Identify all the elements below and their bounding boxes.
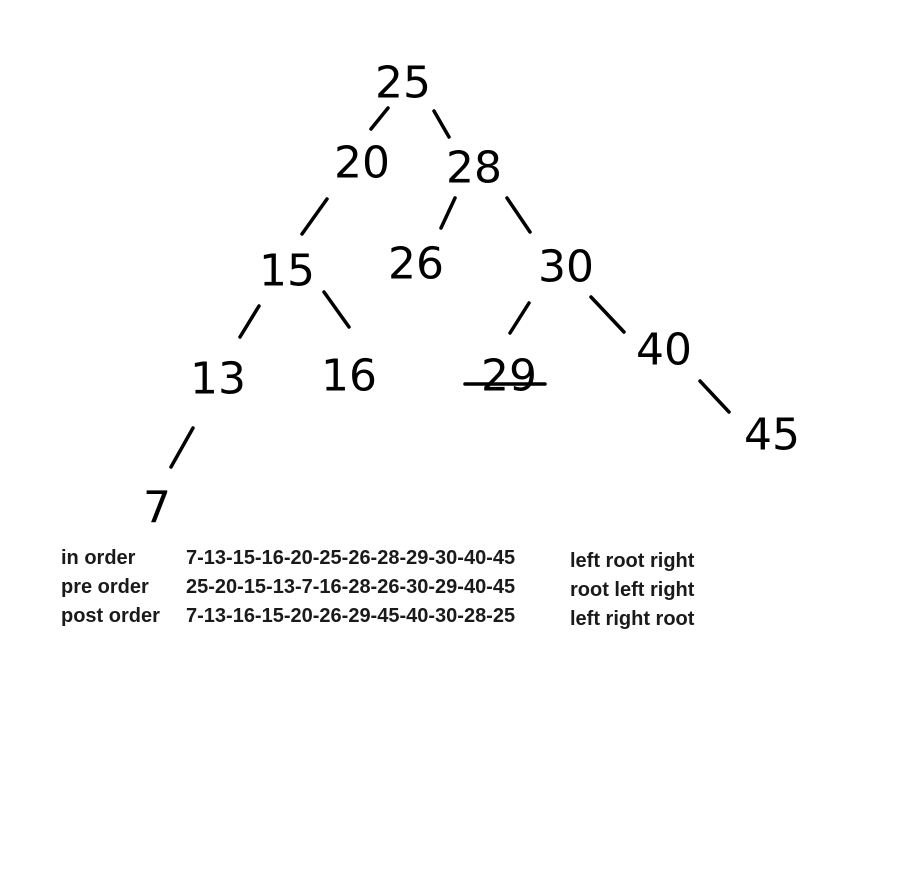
tree-edges: [169, 106, 731, 469]
traversal-rule: left root right: [570, 550, 695, 572]
edge-28-30: [505, 196, 532, 234]
edge-30-40: [589, 295, 626, 334]
edge-15-13: [238, 304, 261, 339]
traversal-name: pre order: [61, 576, 149, 598]
tree-node-20: 20: [334, 138, 390, 189]
tree-node-45: 45: [744, 410, 800, 461]
edge-15-16: [322, 290, 351, 329]
tree-node-15: 15: [259, 246, 315, 297]
tree-node-30: 30: [538, 242, 594, 293]
tree-nodes: 25 20 28 15 26 30 13 16 29 40 45 7: [143, 58, 800, 534]
traversal-sequence: 7-13-16-15-20-26-29-45-40-30-28-25: [186, 605, 516, 627]
traversal-rule: root left right: [570, 579, 695, 601]
tree-node-40: 40: [636, 325, 692, 376]
traversal-name: post order: [61, 605, 160, 627]
edge-25-20: [369, 106, 390, 131]
edge-20-15: [300, 197, 329, 236]
tree-node-7: 7: [143, 483, 171, 534]
edge-40-45: [698, 379, 731, 414]
traversal-name: in order: [61, 547, 136, 569]
edge-13-7: [169, 426, 195, 469]
tree-node-13: 13: [190, 354, 246, 405]
traversal-sequence: 7-13-15-16-20-25-26-28-29-30-40-45: [186, 547, 516, 569]
tree-node-26: 26: [388, 239, 444, 290]
tree-node-16: 16: [321, 351, 377, 402]
tree-node-25: 25: [375, 58, 431, 109]
traversal-sequence: 25-20-15-13-7-16-28-26-30-29-40-45: [186, 576, 516, 598]
edge-30-29: [508, 301, 531, 335]
tree-node-28: 28: [446, 143, 502, 194]
tree-node-29: 29: [481, 351, 537, 402]
edge-25-28: [432, 109, 451, 139]
traversal-rule: left right root: [570, 608, 695, 630]
edge-28-26: [439, 196, 457, 230]
